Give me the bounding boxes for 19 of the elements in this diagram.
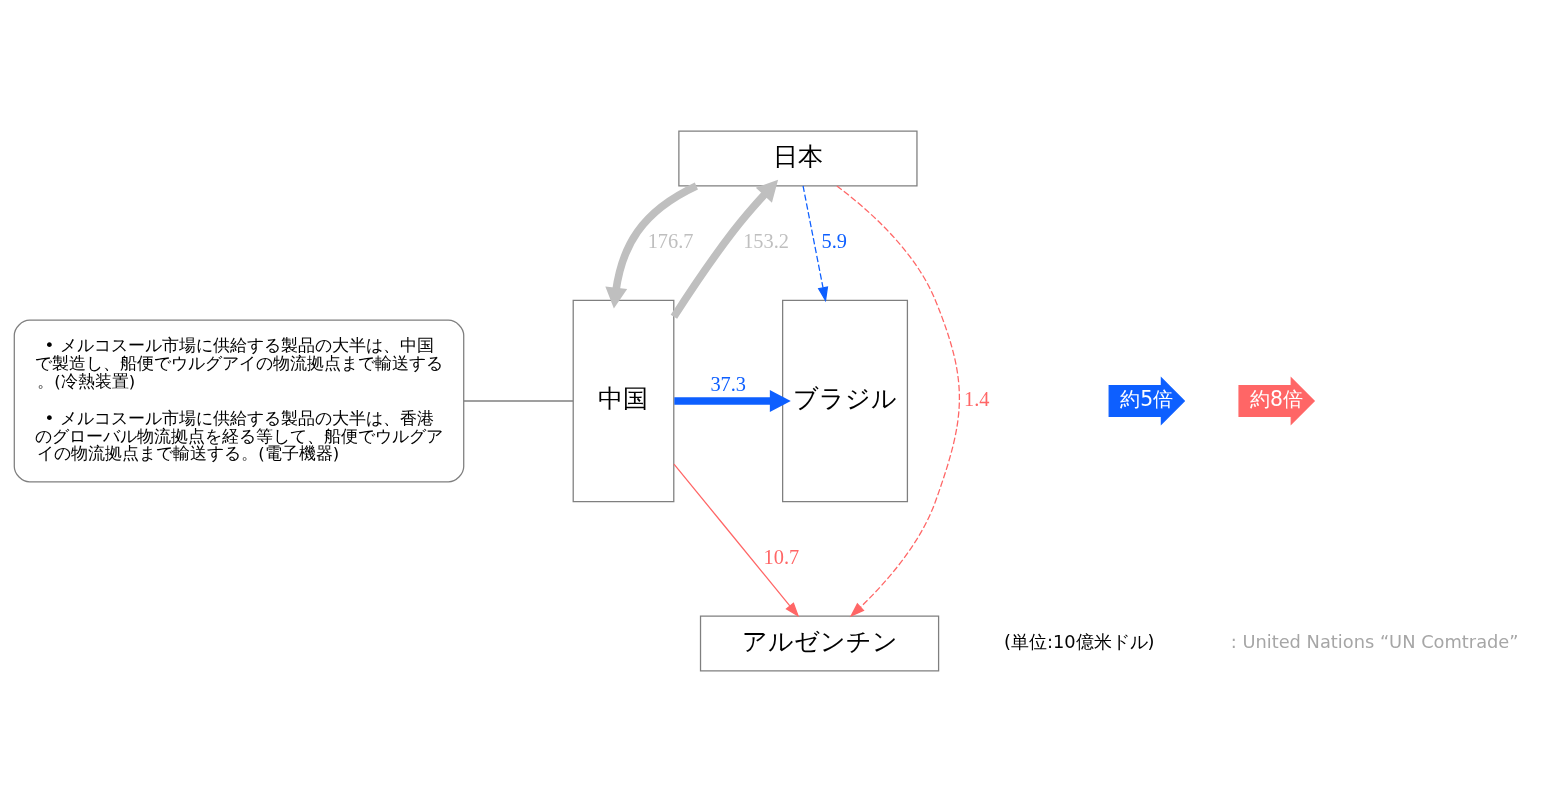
node-box: 日本 [678,129,918,186]
arrow [670,179,779,319]
connector [463,399,574,402]
edge-label: 1.4 [964,387,990,410]
arrow [802,184,829,302]
edge-label: 5.9 [821,229,847,252]
arrow [605,182,699,309]
edge-label: 153.2 [743,229,789,252]
label: : United Nations “UN Comtrade” [1230,630,1519,652]
edge-label: 176.7 [647,229,694,252]
arrow [673,462,800,617]
edge-label: 37.3 [710,372,747,395]
node-box: ブラジル [782,299,909,502]
node-box: 中国 [572,299,675,502]
label: (単位:10億米ドル) [1003,630,1155,652]
node-box: アルゼンチン [699,615,940,672]
arrow [836,184,961,617]
edge-label: 10.7 [763,545,800,568]
node-box: • メルコスール市場に供給する製品の大半は、中国で製造し、船便でウルグアイの物流拠点まで輸送する。(冷熱装置) • メルコスール市場に供給する製品の大半は、香港のグローバル物流拠点を経る等して、船便でウルグアイの物流拠点まで輸送する。(電子機器) [13,319,465,482]
